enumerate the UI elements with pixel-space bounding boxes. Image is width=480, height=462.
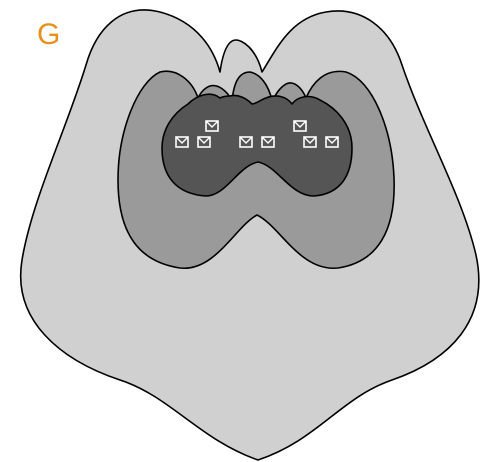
figure-panel: G — [0, 0, 480, 462]
blob-diagram — [0, 0, 480, 462]
